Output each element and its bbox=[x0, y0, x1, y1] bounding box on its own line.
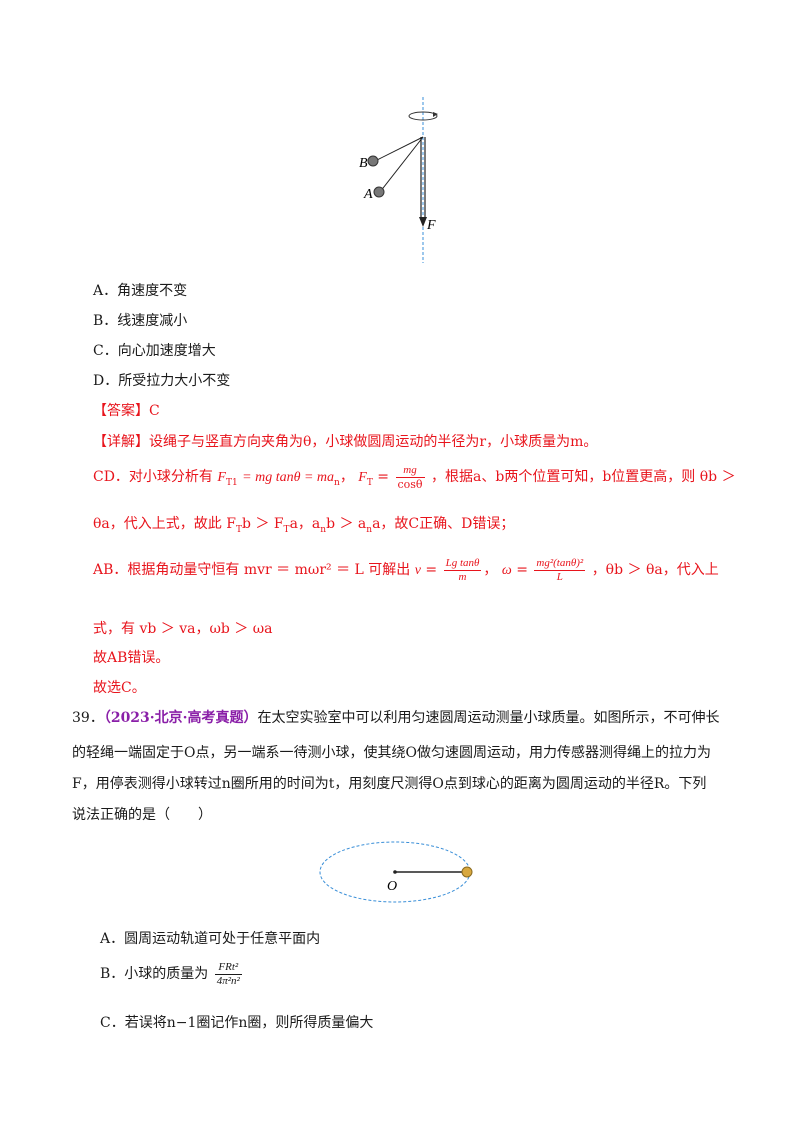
detail-text: 设绳子与竖直方向夹角为θ，小球做圆周运动的半径为r，小球质量为m。 bbox=[149, 434, 598, 450]
conclusion-2: 故选C。 bbox=[93, 680, 146, 696]
answer-label: 【答案】 bbox=[93, 403, 149, 419]
circular-orbit-figure: O bbox=[319, 841, 473, 903]
q38-option-d[interactable]: D．所受拉力大小不变 bbox=[93, 373, 231, 389]
answer-value: C bbox=[149, 403, 160, 419]
q39-option-c[interactable]: C．若误将n−1圈记作n圈，则所得质量偏大 bbox=[100, 1015, 374, 1031]
label-o: O bbox=[387, 879, 397, 894]
q38-option-b[interactable]: B．线速度减小 bbox=[93, 313, 188, 329]
ball-a bbox=[373, 186, 385, 198]
q39-option-a[interactable]: A．圆周运动轨道可处于任意平面内 bbox=[100, 931, 321, 947]
label-b: B bbox=[359, 156, 368, 171]
ab-analysis-line2: 式，有 vb ＞ va，ωb ＞ ωa bbox=[93, 621, 273, 637]
q39-source: （2023·北京·高考真题） bbox=[103, 710, 258, 726]
conclusion-1: 故AB错误。 bbox=[93, 650, 170, 666]
q38-option-a[interactable]: A．角速度不变 bbox=[93, 283, 188, 299]
q39-stem-line2: 的轻绳一端固定于O点，另一端系一待测小球，使其绕O做匀速圆周运动，用力传感器测得… bbox=[72, 745, 711, 761]
ball-b bbox=[367, 155, 379, 167]
rotating-pendulum-figure: B A F bbox=[359, 97, 438, 263]
label-f: F bbox=[426, 218, 436, 233]
label-a: A bbox=[363, 187, 373, 202]
q39-number: 39． bbox=[72, 710, 104, 726]
q39-stem-line3: F，用停表测得小球转过n圈所用的时间为t，用刻度尺测得O点到球心的距离为圆周运动… bbox=[72, 776, 707, 792]
force-arrow-icon bbox=[419, 217, 427, 227]
answer-line: 【答案】C bbox=[93, 400, 160, 420]
detail-line: 【详解】设绳子与竖直方向夹角为θ，小球做圆周运动的半径为r，小球质量为m。 bbox=[93, 431, 597, 451]
q38-option-c[interactable]: C．向心加速度增大 bbox=[93, 343, 216, 359]
center-point bbox=[393, 870, 397, 874]
q39-stem-line4: 说法正确的是（ ） bbox=[72, 807, 212, 823]
rotation-arrow-icon bbox=[408, 111, 438, 121]
q39-stem-line1: 39．（2023·北京·高考真题）在太空实验室中可以利用匀速圆周运动测量小球质量… bbox=[72, 710, 720, 726]
ab-analysis: AB．根据角动量守恒有 mvr ＝ mωr² ＝ L 可解出 v = Lg ta… bbox=[93, 556, 719, 583]
cd-analysis-line2: θa，代入上式，故此 FTb ＞ FTa，anb ＞ ana，故C正确、D错误； bbox=[93, 516, 515, 535]
ball-icon bbox=[461, 866, 473, 878]
detail-label: 【详解】 bbox=[93, 434, 149, 450]
